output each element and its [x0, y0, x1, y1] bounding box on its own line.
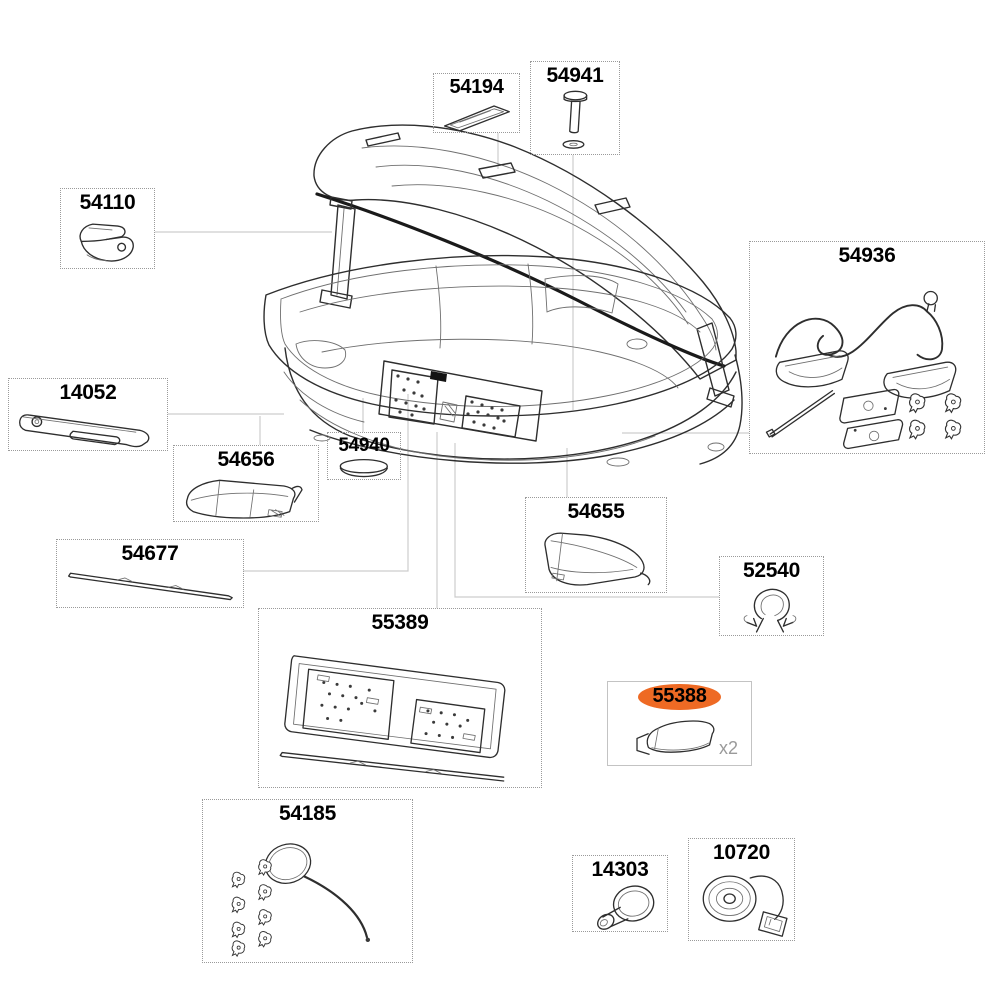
light-wiring-kit-icon	[765, 290, 962, 450]
part-number: 10720	[713, 841, 770, 864]
part-box-54110[interactable]: 54110	[60, 188, 155, 269]
thule-badge-icon	[443, 105, 510, 132]
strap-with-buckle-icon	[702, 875, 788, 938]
quantity-note: x2	[718, 738, 738, 758]
part-box-54194[interactable]: 54194	[433, 73, 520, 133]
plate-holder-icon	[280, 655, 506, 782]
part-number: 54656	[217, 448, 275, 471]
handle-bar-icon	[18, 414, 150, 448]
part-number: 14303	[591, 858, 649, 881]
license-plate-recess	[378, 360, 543, 442]
part-number: 54185	[279, 802, 336, 825]
lid-struts	[319, 196, 735, 408]
lock-slot	[430, 371, 447, 382]
leader-line-52540	[454, 443, 719, 598]
cargo-box-base	[263, 254, 743, 467]
part-box-54941[interactable]: 54941	[530, 61, 620, 155]
part-number: 54110	[79, 191, 136, 214]
part-number: 55388	[652, 685, 707, 707]
part-number: 54194	[449, 76, 504, 98]
part-number: 54941	[546, 64, 604, 87]
right-end-cap-icon	[544, 532, 651, 586]
part-box-10720[interactable]: 10720	[688, 838, 795, 941]
grommet-icon	[596, 885, 655, 931]
part-box-14052[interactable]: 14052	[8, 378, 168, 451]
part-number: 54940	[338, 435, 390, 456]
trim-strip-icon	[67, 572, 233, 601]
bolt-with-washer-icon	[562, 90, 587, 149]
highlight-ellipse: 55388	[638, 684, 721, 710]
part-box-54936[interactable]: 54936	[749, 241, 985, 454]
part-box-54185[interactable]: 54185	[202, 799, 413, 963]
left-end-cap-icon	[186, 479, 303, 519]
part-box-54677[interactable]: 54677	[56, 539, 244, 608]
part-number: 14052	[59, 381, 117, 404]
small-cap-icon	[636, 720, 715, 755]
leader-line-54677	[243, 394, 409, 572]
part-number: 55389	[371, 611, 429, 634]
part-box-54655[interactable]: 54655	[525, 497, 667, 593]
part-box-55389[interactable]: 55389	[258, 608, 542, 788]
badge-recess	[478, 162, 516, 179]
part-box-52540[interactable]: 52540	[719, 556, 824, 636]
cable-and-clips-kit-icon	[231, 843, 371, 957]
clip-fastener-icon	[743, 588, 797, 633]
part-box-54940[interactable]: 54940	[327, 432, 401, 480]
latch-hook-icon	[79, 223, 134, 262]
part-box-54656[interactable]: 54656	[173, 445, 319, 522]
part-number: 52540	[743, 559, 800, 582]
part-box-14303[interactable]: 14303	[572, 855, 668, 932]
part-number: 54655	[567, 500, 625, 523]
part-number: 54677	[121, 542, 179, 565]
part-box-55388[interactable]: 55388 x2	[607, 681, 752, 766]
oval-cap-icon	[339, 458, 389, 478]
part-number: 54936	[838, 244, 896, 267]
